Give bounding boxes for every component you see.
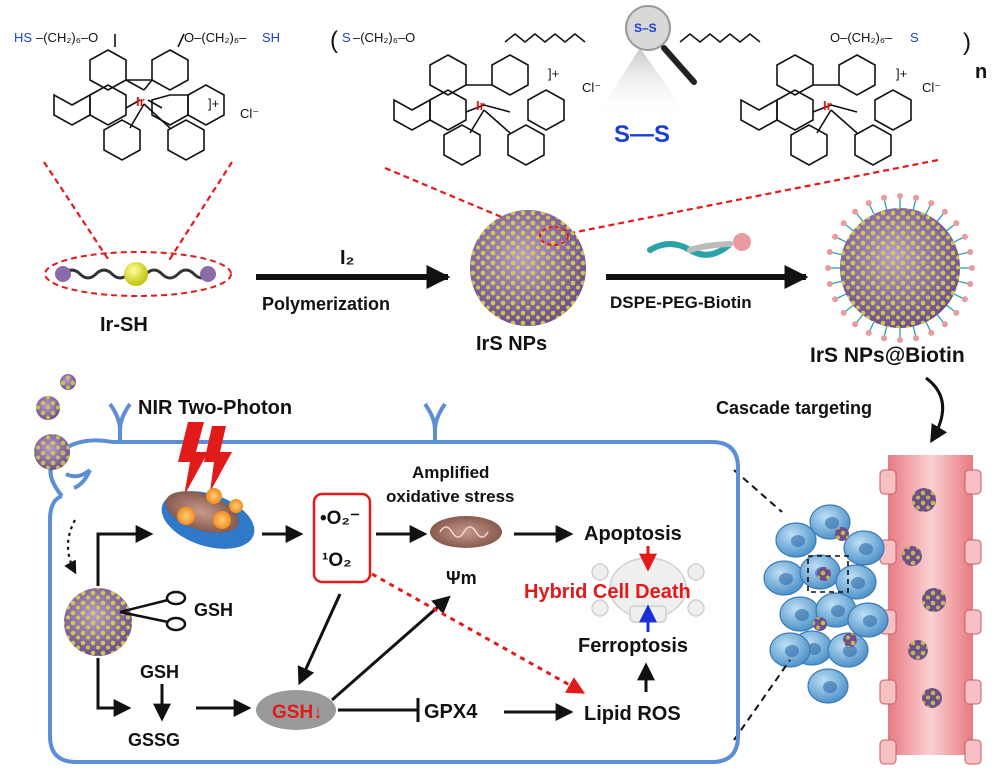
disulfide-large: S—S bbox=[614, 121, 670, 148]
label-cascade-targeting: Cascade targeting bbox=[716, 398, 872, 418]
label-irs-nps-biotin: IrS NPs@Biotin bbox=[810, 344, 965, 367]
svg-text:(: ( bbox=[330, 27, 338, 54]
label-amplified: Amplified bbox=[412, 463, 489, 482]
zoom-box bbox=[807, 555, 849, 593]
tumor-cell-cluster bbox=[763, 504, 889, 704]
monomer-counterion: Cl⁻ bbox=[240, 106, 259, 121]
arrow-cascade bbox=[925, 376, 948, 444]
gsh-depletion-ellipse bbox=[256, 690, 336, 730]
label-nir-two-photon: NIR Two-Photon bbox=[138, 397, 292, 419]
blood-vessel bbox=[879, 455, 982, 765]
label-psi-m: Ψm bbox=[446, 568, 477, 588]
ros-box bbox=[312, 492, 372, 584]
monomer-sh-right: SH bbox=[262, 30, 280, 45]
receptors bbox=[65, 402, 447, 490]
monomer-bipyridine bbox=[53, 33, 225, 161]
svg-text:): ) bbox=[963, 29, 971, 56]
polymer-counterion-right: Cl⁻ bbox=[922, 80, 941, 95]
polymer-chain-left: –(CH₂)₆–O bbox=[353, 30, 415, 45]
label-ferroptosis: Ferroptosis bbox=[578, 635, 688, 657]
arrow-lipid-ros bbox=[371, 572, 586, 694]
monomer-charge: ]+ bbox=[208, 96, 219, 111]
mitochondrion-activated bbox=[161, 488, 255, 549]
incoming-nanoparticles bbox=[34, 374, 76, 470]
irs-nanoparticle bbox=[470, 210, 586, 326]
magnifier-icon bbox=[595, 5, 697, 118]
lightning-icon bbox=[178, 422, 232, 496]
polymer-chain-right: O–(CH₂)₆– bbox=[830, 30, 893, 45]
polymer-ir-right: Ir bbox=[823, 98, 832, 113]
scissors-icon bbox=[119, 590, 187, 632]
polymer-charge-left: ]+ bbox=[548, 66, 559, 81]
label-polymerization: Polymerization bbox=[262, 294, 390, 314]
polymer-structure: ( S –(CH₂)₆–O O–(CH₂)₆– S ) n Ir ]+ Cl⁻ bbox=[330, 5, 987, 166]
monomer-chain-left: –(CH₂)₆–O bbox=[36, 30, 98, 45]
label-oxidative-stress: oxidative stress bbox=[386, 487, 515, 506]
label-hybrid-cell-death: Hybrid Cell Death bbox=[524, 581, 691, 603]
label-superoxide: •O₂⁻ bbox=[320, 508, 360, 529]
label-gpx4: GPX4 bbox=[424, 701, 478, 723]
label-gsh-down: GSH↓ bbox=[272, 702, 323, 723]
label-singlet-oxygen: ¹O₂ bbox=[322, 550, 352, 571]
polymer-counterion-left: Cl⁻ bbox=[582, 80, 601, 95]
dspe-peg-biotin-icon bbox=[647, 233, 751, 258]
monomer-sh-left: HS bbox=[14, 30, 32, 45]
label-ir-sh: Ir-SH bbox=[100, 314, 148, 336]
polymer-charge-right: ]+ bbox=[896, 66, 907, 81]
label-i2: I₂ bbox=[340, 247, 354, 269]
polymer-repeat-n: n bbox=[975, 61, 987, 83]
polymer-s-right: S bbox=[910, 30, 919, 45]
polymer-ir-left: Ir bbox=[476, 98, 485, 113]
ir-sh-molecule bbox=[44, 251, 232, 297]
label-dspe-peg-biotin: DSPE-PEG-Biotin bbox=[610, 293, 752, 312]
biotin-nanoparticle bbox=[825, 193, 975, 343]
polymer-s-left: S bbox=[342, 30, 351, 45]
label-gsh: GSH bbox=[140, 662, 179, 682]
label-gssg: GSSG bbox=[128, 730, 180, 750]
arrow-endocytosis bbox=[64, 519, 77, 575]
label-lipid-ros: Lipid ROS bbox=[584, 703, 681, 725]
label-irs-nps: IrS NPs bbox=[476, 333, 547, 355]
monomer-structure: HS –(CH₂)₆–O O–(CH₂)₆– SH Ir ]+ Cl⁻ bbox=[14, 30, 280, 161]
label-apoptosis: Apoptosis bbox=[584, 523, 682, 545]
monomer-ir: Ir bbox=[136, 94, 145, 109]
monomer-chain-right: O–(CH₂)₆– bbox=[184, 30, 247, 45]
disulfide-small: S–S bbox=[634, 21, 657, 35]
label-gsh-scissors: GSH bbox=[194, 600, 233, 620]
internalized-nanoparticle bbox=[64, 588, 132, 656]
mitochondrion-damaged bbox=[430, 516, 502, 548]
